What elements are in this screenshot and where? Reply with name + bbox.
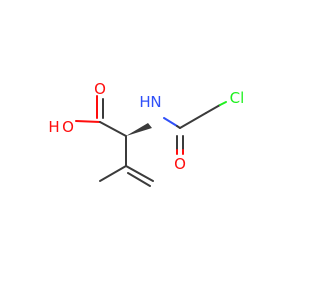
carboxyl-c-oh-single-bond xyxy=(75,120,101,123)
alpha-c-n-wedge-bond xyxy=(126,123,152,136)
amide-hydrogen-label: H xyxy=(139,93,150,111)
amide-oxygen-label: O xyxy=(174,155,186,173)
alkene-double-bond xyxy=(127,172,151,187)
n-amide-c-bond xyxy=(163,117,178,127)
hydroxyl-hydrogen-label: H xyxy=(48,118,59,136)
molecule-structure-diagram: O H O H N O Cl xyxy=(48,80,245,187)
alkene-double-bond xyxy=(125,165,154,182)
amide-c-ch2-bond xyxy=(179,112,207,129)
carboxyl-c-alpha-c-bond xyxy=(99,121,127,137)
ch2-cl-bond xyxy=(205,104,221,114)
amide-nitrogen-label: N xyxy=(150,93,161,111)
carboxyl-carbonyl-oxygen-label: O xyxy=(94,80,106,98)
ch2-cl-bond-green xyxy=(219,101,227,106)
hydroxyl-oxygen-label: O xyxy=(62,118,74,136)
alkene-c-methyl-bond xyxy=(99,165,127,182)
chlorine-label: Cl xyxy=(230,89,245,107)
